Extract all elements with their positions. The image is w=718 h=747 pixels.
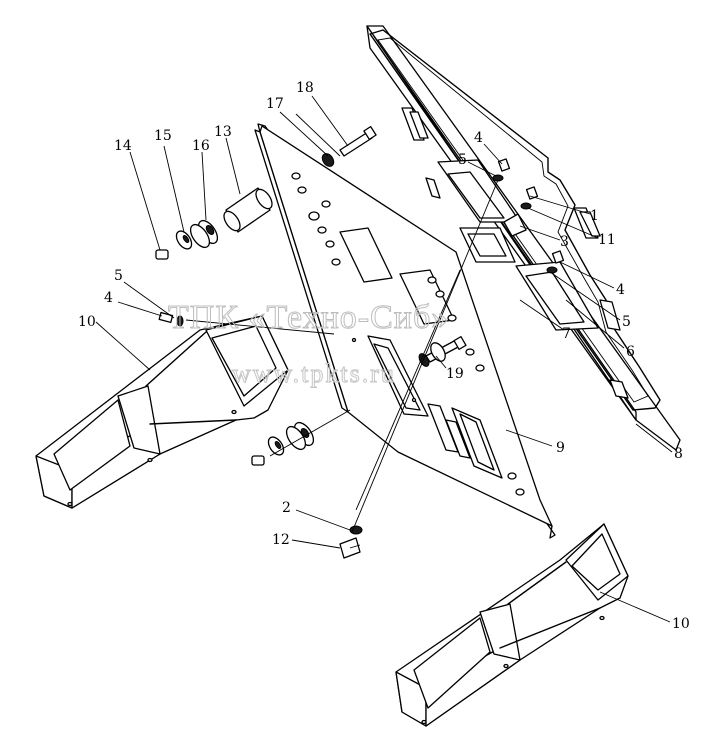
callout-6: 6	[626, 344, 635, 360]
callout-5a: 5	[458, 152, 467, 168]
callout-2: 2	[282, 500, 291, 516]
callout-4c: 4	[104, 290, 113, 306]
callout-17: 17	[266, 96, 284, 112]
watermark-company: ТПК «Техно-Сиб»	[168, 299, 449, 336]
center-lines	[185, 179, 499, 533]
callout-10b: 10	[672, 616, 690, 632]
callout-labels: 18 17 15 13 14 16 4 5 1 11 3 4 5 6 7 5 4…	[78, 80, 690, 632]
callout-12: 12	[272, 532, 290, 548]
leader-lines	[95, 95, 673, 623]
callout-16: 16	[192, 138, 210, 154]
callout-4b: 4	[616, 282, 625, 298]
callout-11: 11	[598, 232, 616, 248]
callout-7: 7	[562, 326, 571, 342]
watermark-url: www.tpkts.ru	[232, 359, 396, 388]
main-plate	[254, 123, 556, 539]
callout-18: 18	[296, 80, 314, 96]
callout-14: 14	[114, 138, 132, 154]
bracket-10-lower	[395, 523, 629, 727]
bolt-18	[295, 113, 377, 167]
mount-stack-upper	[155, 187, 273, 260]
callout-4a: 4	[474, 130, 483, 146]
callout-5b: 5	[622, 314, 631, 330]
callout-15: 15	[154, 128, 172, 144]
mount-stack-lower	[251, 421, 315, 466]
callout-3: 3	[560, 234, 569, 250]
back-plate	[366, 25, 681, 451]
bracket-10-upper	[35, 315, 289, 509]
callout-1: 1	[590, 208, 599, 224]
callout-10a: 10	[78, 314, 96, 330]
callout-9: 9	[556, 440, 565, 456]
callout-8: 8	[674, 446, 683, 462]
bolt-19	[418, 336, 467, 367]
callout-19: 19	[446, 366, 464, 382]
callout-13: 13	[214, 124, 232, 140]
callout-5c: 5	[114, 268, 123, 284]
